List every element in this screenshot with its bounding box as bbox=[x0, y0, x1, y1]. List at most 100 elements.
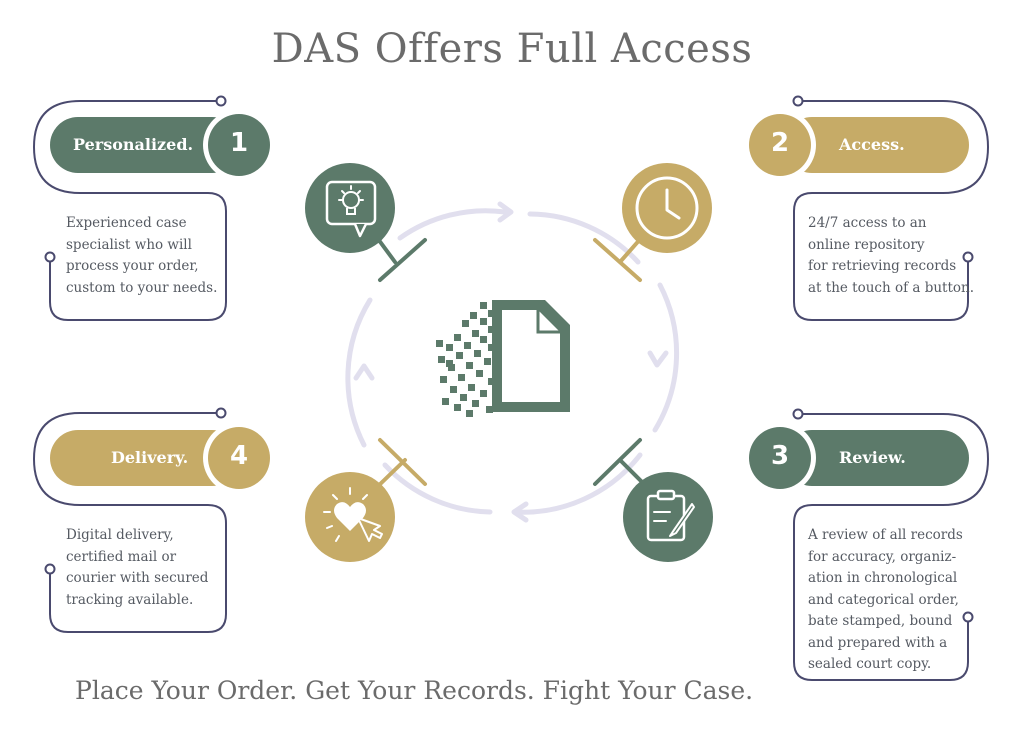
step-4-description: Digital delivery, certified mail or cour… bbox=[66, 525, 208, 611]
lightbulb-speech-bubble-icon bbox=[305, 163, 395, 253]
pixel-fragment bbox=[466, 410, 473, 417]
step-2-description: 24/7 access to an online repository for … bbox=[808, 213, 974, 299]
step-1-header bbox=[50, 109, 275, 181]
connector-dot bbox=[44, 563, 56, 575]
description-line: custom to your needs. bbox=[66, 279, 218, 296]
pixel-fragment bbox=[488, 326, 495, 333]
step-1-number-circle bbox=[208, 114, 270, 176]
pixel-fragment bbox=[480, 390, 487, 397]
description-line: A review of all records bbox=[808, 527, 963, 543]
pixel-fragment bbox=[450, 386, 457, 393]
step-3-label: Review. bbox=[839, 448, 906, 467]
description-line: sealed court copy. bbox=[808, 656, 932, 672]
pixel-fragment bbox=[458, 374, 465, 381]
pixel-fragment bbox=[484, 358, 491, 365]
description-line: Experienced case bbox=[66, 215, 187, 231]
pixel-fragment bbox=[446, 344, 453, 351]
step-3-header bbox=[744, 422, 969, 494]
step-3-pill bbox=[784, 430, 969, 486]
step-4-number: 4 bbox=[229, 441, 249, 471]
step-3-description: A review of all records for accuracy, or… bbox=[808, 525, 963, 676]
description-line: at the touch of a button. bbox=[808, 279, 975, 296]
pixel-fragment bbox=[488, 378, 495, 385]
pixel-fragment bbox=[466, 362, 473, 369]
step-3-number-circle bbox=[749, 427, 811, 489]
tagline: Place Your Order. Get Your Records. Figh… bbox=[75, 676, 754, 705]
step-1-label: Personalized. bbox=[73, 135, 194, 154]
connector-dot bbox=[962, 251, 974, 263]
step-1-description: Experienced case specialist who will pro… bbox=[66, 213, 217, 299]
pixel-fragment bbox=[486, 406, 493, 413]
description-line: specialist who will bbox=[66, 236, 192, 253]
clipboard-pen-icon bbox=[623, 472, 713, 562]
pixel-fragment bbox=[488, 344, 495, 351]
description-line: and categorical order, bbox=[808, 591, 959, 608]
pixel-fragment bbox=[456, 352, 463, 359]
step-2-pill bbox=[784, 117, 969, 173]
pixel-fragment bbox=[464, 342, 471, 349]
step-2-header bbox=[744, 109, 969, 181]
pixel-fragment bbox=[454, 404, 461, 411]
pixel-fragment bbox=[472, 330, 479, 337]
connector-dot bbox=[215, 407, 227, 419]
connector-dot bbox=[962, 611, 974, 623]
pixel-fragment bbox=[442, 398, 449, 405]
description-line: tracking available. bbox=[66, 591, 194, 608]
connector-dot bbox=[44, 251, 56, 263]
step-4-number-circle bbox=[208, 427, 270, 489]
step-2-number-circle bbox=[749, 114, 811, 176]
step-4-pill bbox=[50, 430, 240, 486]
description-line: certified mail or bbox=[66, 548, 177, 565]
step-2-outline bbox=[793, 100, 990, 321]
description-line: and prepared with a bbox=[808, 634, 948, 651]
description-line: courier with secured bbox=[66, 570, 209, 586]
description-line: bate stamped, bound bbox=[808, 613, 953, 629]
step-1-pill bbox=[50, 117, 240, 173]
pixel-fragment bbox=[436, 340, 443, 347]
description-line: for retrieving records bbox=[808, 258, 957, 274]
pixel-fragment bbox=[476, 370, 483, 377]
pixel-fragment bbox=[480, 318, 487, 325]
pixel-fragment bbox=[462, 320, 469, 327]
step-4-label: Delivery. bbox=[111, 448, 189, 467]
pixel-fragment bbox=[480, 336, 487, 343]
connector-dot bbox=[215, 95, 227, 107]
pixel-fragment bbox=[470, 312, 477, 319]
pixel-fragment bbox=[448, 364, 455, 371]
step-3-number: 3 bbox=[770, 441, 790, 471]
pixel-fragment bbox=[468, 384, 475, 391]
description-line: Digital delivery, bbox=[66, 527, 174, 543]
step-3-outline bbox=[793, 413, 990, 681]
connector-dot bbox=[792, 408, 804, 420]
pixel-fragment bbox=[438, 356, 445, 363]
pixel-fragment bbox=[494, 352, 501, 359]
pixel-fragment bbox=[480, 302, 487, 309]
pixel-document-icon bbox=[436, 300, 570, 417]
step-2-label: Access. bbox=[839, 135, 905, 154]
step-4-header bbox=[50, 422, 275, 494]
description-line: for accuracy, organiz- bbox=[808, 548, 957, 565]
step-2-number: 2 bbox=[770, 128, 790, 158]
pixel-fragment bbox=[440, 376, 447, 383]
pixel-fragment bbox=[494, 384, 501, 391]
pixel-fragment bbox=[474, 350, 481, 357]
pixel-fragment bbox=[494, 320, 501, 327]
pixel-fragment bbox=[446, 360, 453, 367]
pixel-fragment bbox=[460, 394, 467, 401]
step-1-number: 1 bbox=[229, 128, 249, 158]
description-line: 24/7 access to an bbox=[808, 215, 927, 231]
heart-cursor-icon bbox=[305, 472, 395, 562]
step-4-outline bbox=[32, 412, 227, 633]
page-title: DAS Offers Full Access bbox=[271, 26, 753, 72]
cycle-arrowheads bbox=[353, 201, 669, 523]
description-line: online repository bbox=[808, 236, 925, 253]
step-1-outline bbox=[32, 100, 227, 321]
description-line: ation in chronological bbox=[808, 570, 958, 586]
clock-icon bbox=[622, 163, 712, 253]
description-line: process your order, bbox=[66, 258, 199, 274]
pixel-fragment bbox=[488, 310, 495, 317]
connector-dot bbox=[792, 95, 804, 107]
pixel-fragment bbox=[472, 400, 479, 407]
pixel-fragment bbox=[454, 334, 461, 341]
